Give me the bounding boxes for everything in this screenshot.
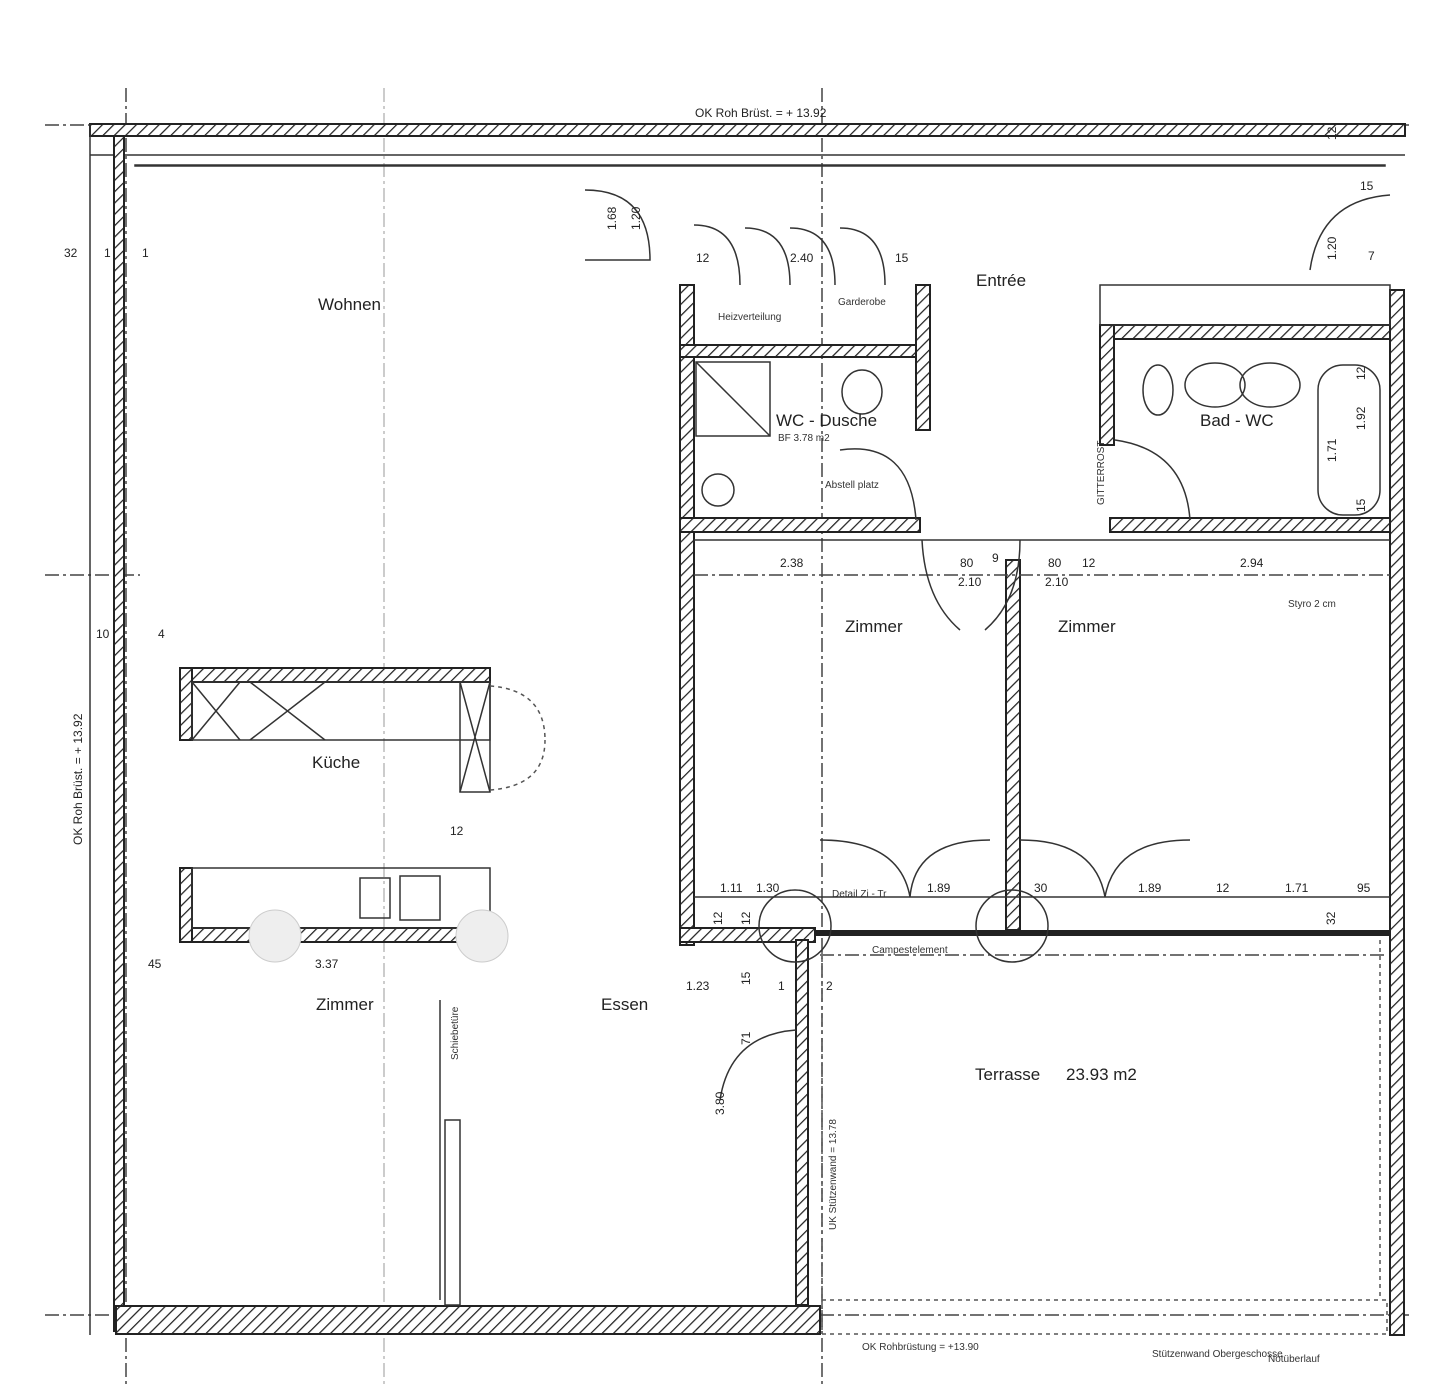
- dim: 15: [1360, 179, 1374, 193]
- dim: 1: [104, 246, 111, 260]
- left-level-label: OK Roh Brüst. = + 13.92: [71, 713, 85, 845]
- dim: 1.89: [1138, 881, 1162, 895]
- room-labels: Wohnen Küche Zimmer Essen Entrée WC - Du…: [312, 271, 1274, 1084]
- dim: 12: [696, 251, 710, 265]
- exterior-walls: [89, 123, 1406, 1336]
- top-level-label: OK Roh Brüst. = + 13.92: [695, 106, 827, 120]
- dim: 1.68: [605, 206, 619, 230]
- room-wc-area: BF 3.78 m2: [778, 433, 830, 444]
- dim: 12: [739, 911, 753, 925]
- room-wohnen: Wohnen: [318, 295, 381, 314]
- dim: 1.23: [686, 979, 710, 993]
- dim: 15: [1354, 498, 1368, 512]
- dim: 71: [739, 1031, 753, 1045]
- dim: 10: [96, 627, 110, 641]
- dim: 2.38: [780, 556, 804, 570]
- room-zimmer-left: Zimmer: [316, 995, 374, 1014]
- dimension-labels: 32 1 1 10 4 45 3.37 1.23 1.68 1.20 2.40 …: [64, 126, 1375, 1115]
- annotation-abstell: Abstell platz: [825, 480, 879, 491]
- dim: 12: [450, 824, 464, 838]
- dim: 15: [739, 971, 753, 985]
- annotation-garderobe: Garderobe: [838, 297, 886, 308]
- dim: 2.10: [1045, 575, 1069, 589]
- dim: 30: [1034, 881, 1048, 895]
- dim: 1.20: [1325, 236, 1339, 260]
- dim: 32: [64, 246, 78, 260]
- door-swings: [439, 189, 1391, 1306]
- dim: 1.71: [1285, 881, 1309, 895]
- room-entree: Entrée: [976, 271, 1026, 290]
- room-essen: Essen: [601, 995, 648, 1014]
- room-bad-wc: Bad - WC: [1200, 411, 1274, 430]
- dim: 15: [895, 251, 909, 265]
- dim: 3.80: [713, 1091, 727, 1115]
- annotation-campestelement: Campestelement: [872, 945, 948, 956]
- bottom-level-label: OK Rohbrüstung = +13.90: [862, 1342, 979, 1353]
- room-terrasse: Terrasse: [975, 1065, 1040, 1084]
- dim: 1.71: [1325, 438, 1339, 462]
- dim: 7: [1368, 249, 1375, 263]
- dim: 2.10: [958, 575, 982, 589]
- room-zimmer-mid: Zimmer: [845, 617, 903, 636]
- dim: 1: [142, 246, 149, 260]
- room-kueche: Küche: [312, 753, 360, 772]
- dim: 1.30: [756, 881, 780, 895]
- dim: 12: [1354, 366, 1368, 380]
- dim: 80: [1048, 556, 1062, 570]
- dim: 12: [1082, 556, 1096, 570]
- dim: 2: [826, 979, 833, 993]
- dim: 32: [1324, 911, 1338, 925]
- room-wc-dusche: WC - Dusche: [776, 411, 877, 430]
- annotation-gitter: GITTERROST: [1096, 441, 1107, 505]
- dim: 1.89: [927, 881, 951, 895]
- kitchen-units: [179, 667, 546, 963]
- annotation-styro: Styro 2 cm: [1288, 599, 1336, 610]
- annotation-detail: Detail Zi - Tr: [832, 889, 887, 900]
- annotation-schiebetuer: Schiebetüre: [450, 1006, 461, 1060]
- dim: 12: [1325, 126, 1339, 140]
- room-terrasse-area: 23.93 m2: [1066, 1065, 1137, 1084]
- level-labels: OK Roh Brüst. = + 13.92 OK Roh Brüst. = …: [71, 106, 979, 1353]
- annotation-notueberlauf: Notüberlauf: [1268, 1354, 1320, 1365]
- dim: 12: [711, 911, 725, 925]
- dim: 1.11: [720, 881, 743, 895]
- annotations: Garderobe Heizverteilung Abstell platz S…: [450, 297, 1336, 1365]
- annotation-stuetzenwand: UK Stützenwand = 13.78: [828, 1119, 839, 1230]
- grid-axes: [45, 88, 1410, 1385]
- dim: 45: [148, 957, 162, 971]
- annotation-heizverteilung: Heizverteilung: [718, 312, 781, 323]
- room-zimmer-right: Zimmer: [1058, 617, 1116, 636]
- dim: 1.92: [1354, 406, 1368, 430]
- dim: 2.94: [1240, 556, 1264, 570]
- dim: 12: [1216, 881, 1230, 895]
- dim: 1: [778, 979, 785, 993]
- annotation-stuetzen-og: Stützenwand Obergeschosse: [1152, 1349, 1283, 1360]
- dim: 2.40: [790, 251, 814, 265]
- dim: 1.20: [629, 206, 643, 230]
- dim: 3.37: [315, 957, 339, 971]
- dim: 9: [992, 551, 999, 565]
- dim: 95: [1357, 881, 1371, 895]
- dim: 4: [158, 627, 165, 641]
- dim: 80: [960, 556, 974, 570]
